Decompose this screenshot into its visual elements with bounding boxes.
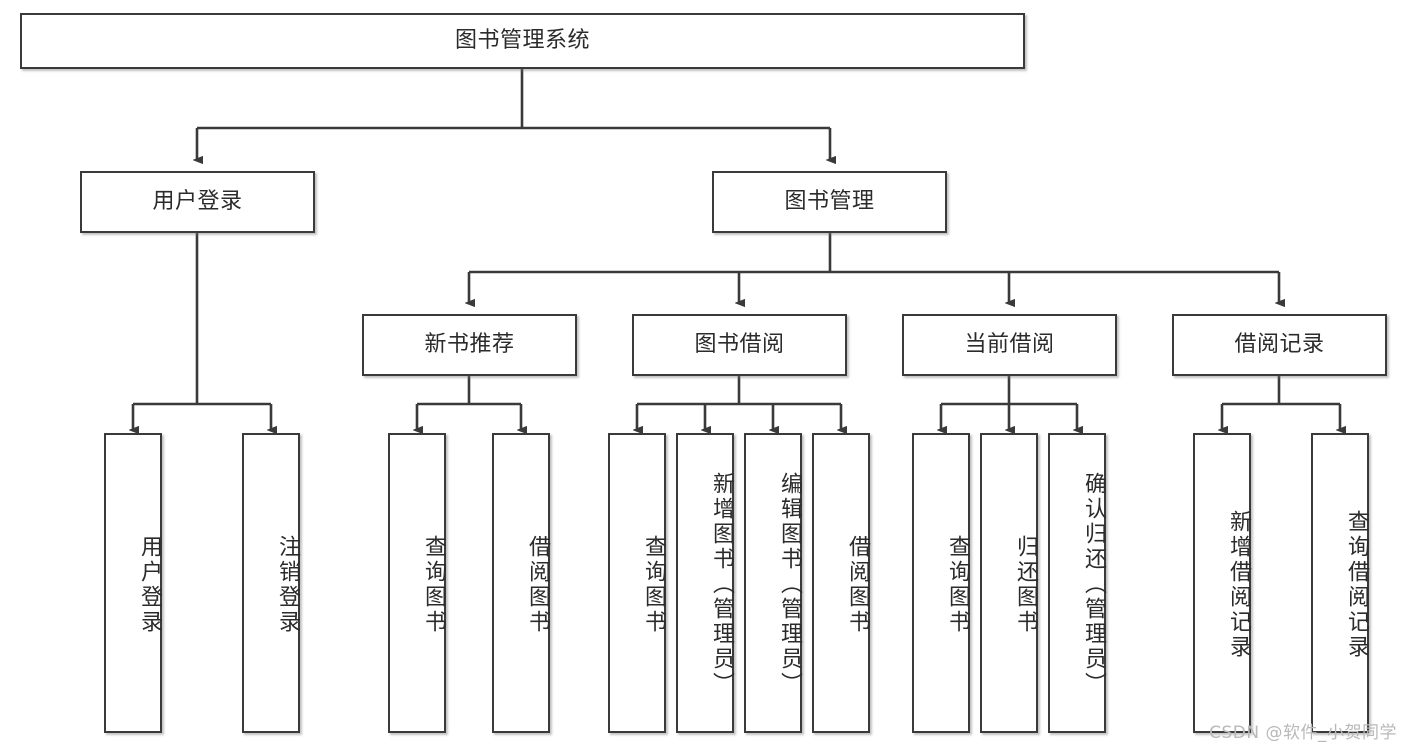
node-label: 查询图书 [945, 535, 970, 635]
node-leaf-borrow-book[interactable]: 借阅图书 [812, 433, 870, 733]
node-user-login[interactable]: 用户登录 [80, 171, 315, 233]
node-label: 图书管理 [784, 189, 875, 215]
node-borrow-record[interactable]: 借阅记录 [1172, 314, 1387, 376]
node-new-book-recommend[interactable]: 新书推荐 [362, 314, 577, 376]
node-label: 借阅记录 [1234, 332, 1325, 358]
node-label: 图书借阅 [694, 332, 785, 358]
node-label: 查询图书 [641, 535, 666, 635]
watermark-text: CSDN @软件_小贺同学 [1209, 723, 1397, 743]
node-leaf-query-book-current[interactable]: 查询图书 [912, 433, 970, 733]
node-leaf-borrow-book-recommend[interactable]: 借阅图书 [492, 433, 550, 733]
node-label: 当前借阅 [964, 332, 1055, 358]
node-book-management[interactable]: 图书管理 [712, 171, 947, 233]
node-current-borrow[interactable]: 当前借阅 [902, 314, 1117, 376]
node-leaf-add-borrow-record[interactable]: 新增借阅记录 [1193, 433, 1251, 733]
node-label: 确认归还（管理员） [1081, 471, 1106, 697]
node-label: 图书管理系统 [454, 28, 590, 54]
node-label: 借阅图书 [845, 535, 870, 635]
node-leaf-query-book-borrow[interactable]: 查询图书 [608, 433, 666, 733]
node-label: 借阅图书 [525, 535, 550, 635]
node-label: 用户登录 [152, 189, 243, 215]
node-label: 归还图书 [1013, 535, 1038, 635]
node-leaf-return-book[interactable]: 归还图书 [980, 433, 1038, 733]
node-label: 新增图书（管理员） [709, 471, 734, 697]
node-label: 查询借阅记录 [1344, 510, 1369, 660]
node-label: 用户登录 [137, 535, 162, 635]
node-label: 注销登录 [275, 535, 300, 635]
node-leaf-edit-book-admin[interactable]: 编辑图书（管理员） [744, 433, 802, 733]
node-leaf-query-borrow-record[interactable]: 查询借阅记录 [1311, 433, 1369, 733]
node-leaf-add-book-admin[interactable]: 新增图书（管理员） [676, 433, 734, 733]
node-leaf-query-book-recommend[interactable]: 查询图书 [388, 433, 446, 733]
node-label: 编辑图书（管理员） [777, 471, 802, 697]
node-leaf-user-login[interactable]: 用户登录 [104, 433, 162, 733]
node-label: 新增借阅记录 [1226, 510, 1251, 660]
node-label: 新书推荐 [424, 332, 515, 358]
node-leaf-logout[interactable]: 注销登录 [242, 433, 300, 733]
node-leaf-confirm-return-admin[interactable]: 确认归还（管理员） [1048, 433, 1106, 733]
node-root-book-management-system[interactable]: 图书管理系统 [20, 13, 1025, 69]
node-label: 查询图书 [421, 535, 446, 635]
node-book-borrow[interactable]: 图书借阅 [632, 314, 847, 376]
